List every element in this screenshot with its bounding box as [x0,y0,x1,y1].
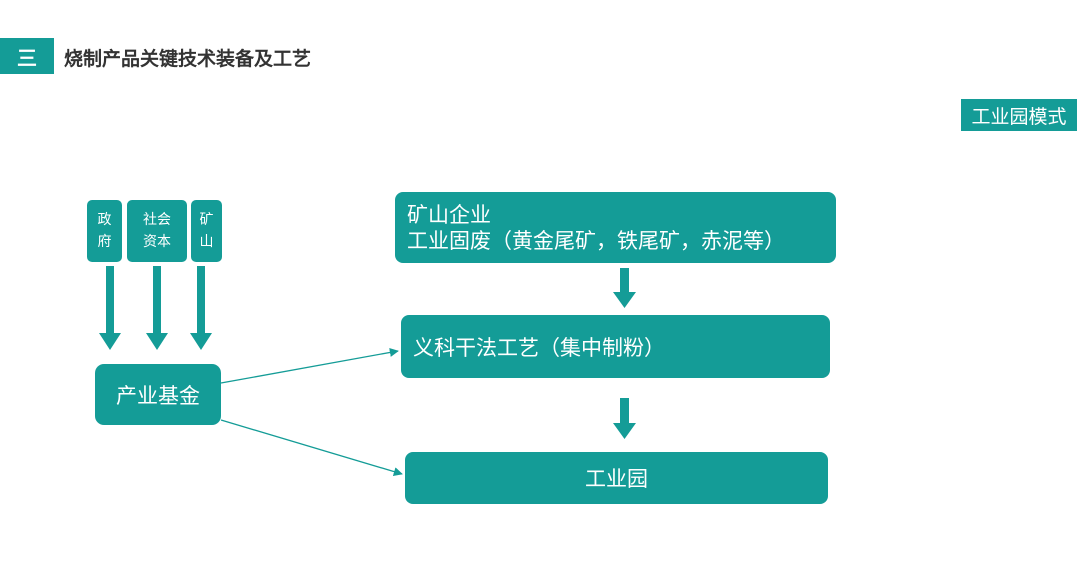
source-government: 政 府 [87,200,122,262]
source-mine-line1: 矿 [199,212,214,228]
fund-to-park-connector [220,419,403,477]
industrial-park-label: 工业园 [585,467,648,491]
industrial-park-box: 工业园 [405,452,828,504]
page-title: 烧制产品关键技术装备及工艺 [64,48,312,70]
down-arrow-government [99,266,121,350]
industry-fund-box: 产业基金 [95,364,221,425]
source-social-capital-line2: 资本 [143,234,171,250]
source-mine-line2: 山 [199,234,214,250]
source-government-line1: 政 [97,212,112,228]
down-arrow-enterprise-to-process [613,268,636,308]
section-number-badge: 三 [0,38,54,74]
industry-fund-label: 产业基金 [116,383,200,408]
mode-tag: 工业园模式 [961,99,1077,131]
dry-process-label: 义科干法工艺（集中制粉） [413,335,665,360]
source-social-capital: 社会 资本 [127,200,187,262]
mining-enterprise-line2: 工业固废（黄金尾矿，铁尾矿，赤泥等） [407,228,785,253]
source-social-capital-line1: 社会 [143,212,171,228]
down-arrow-social-capital [146,266,168,350]
fund-to-process-connector [220,347,399,384]
source-government-line2: 府 [97,234,112,250]
down-arrow-mine [190,266,212,350]
down-arrow-process-to-park [613,398,636,439]
dry-process-box: 义科干法工艺（集中制粉） [401,315,830,378]
mining-enterprise-line1: 矿山企业 [407,202,491,227]
mining-enterprise-box: 矿山企业 工业固废（黄金尾矿，铁尾矿，赤泥等） [395,192,836,263]
source-mine: 矿 山 [191,200,222,262]
